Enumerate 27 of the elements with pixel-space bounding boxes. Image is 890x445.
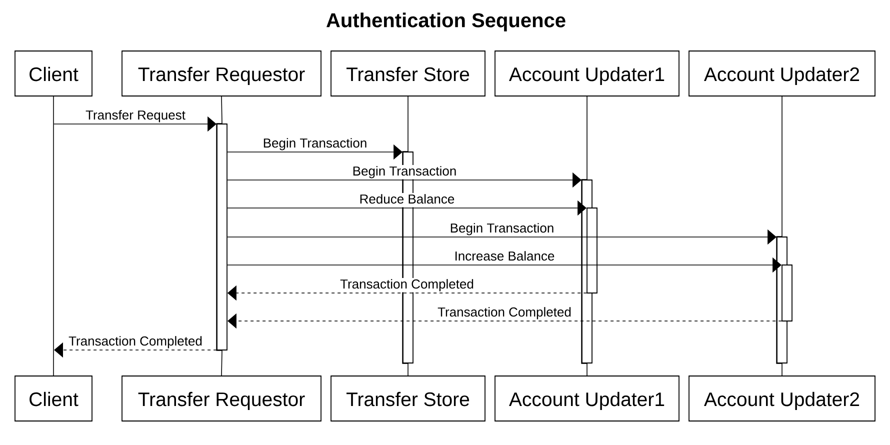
lifeline: [581, 96, 588, 376]
edge-label: Begin Transaction: [262, 137, 368, 152]
lifeline: [53, 96, 54, 376]
activation-bar: [216, 124, 228, 350]
edge-label: Begin Transaction: [448, 222, 556, 236]
activation-bar: [782, 264, 792, 322]
participant-box: Account Updater2: [688, 376, 876, 422]
edge-label: Increase Balance: [453, 250, 556, 264]
participant-box: Client: [14, 50, 92, 96]
lifeline: [216, 96, 222, 376]
lifeline: [776, 96, 782, 376]
activation-bar: [586, 208, 598, 294]
participant-box: Transfer Requestor: [122, 50, 322, 96]
participant-box: Client: [14, 376, 92, 422]
edge-label: Transaction Completed: [436, 306, 572, 320]
participant-box: Account Updater1: [494, 376, 680, 422]
edge-label: Begin Transaction: [351, 165, 458, 180]
title: Authentication Sequence: [326, 12, 566, 32]
edge-label: Transaction Completed: [68, 335, 204, 350]
participant-box: Transfer Store: [330, 50, 486, 96]
participant-box: Account Updater1: [494, 50, 680, 96]
edge-label: Transfer Request: [84, 109, 186, 124]
edge-label: Transaction Completed: [339, 278, 475, 292]
participant-box: Transfer Requestor: [122, 376, 322, 422]
participant-box: Transfer Store: [330, 376, 486, 422]
edge-label: Reduce Balance: [358, 193, 456, 208]
participant-box: Account Updater2: [688, 50, 876, 96]
